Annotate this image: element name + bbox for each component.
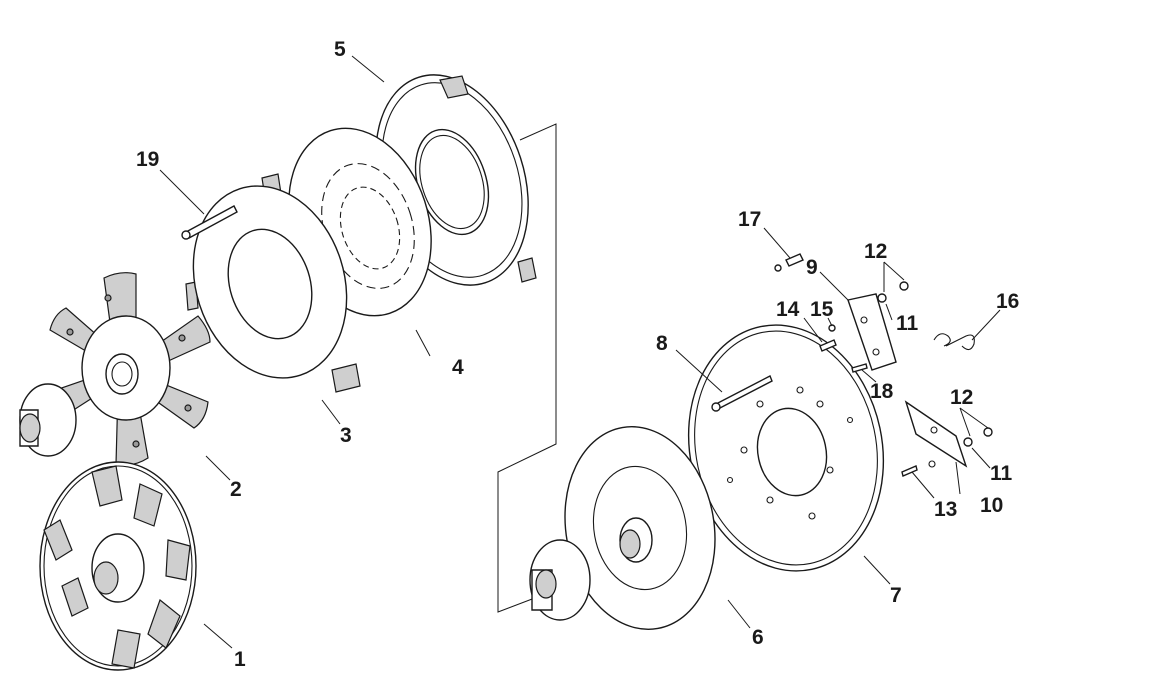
- leader-lines: [159, 55, 1001, 649]
- part-12-nut-a: [899, 281, 909, 291]
- callout-7: 7: [890, 584, 902, 607]
- part-3-pressure-plate: [185, 173, 361, 393]
- part-14-screw: [819, 339, 837, 352]
- callout-4: 4: [452, 356, 464, 379]
- callout-17: 17: [738, 208, 761, 231]
- part-11-nut-b: [963, 437, 973, 447]
- callout-2: 2: [230, 478, 242, 501]
- part-16-spring: [933, 333, 975, 351]
- part-6-hub-flange: [529, 539, 591, 621]
- part-2-hub-flange: [19, 383, 77, 457]
- callout-6: 6: [752, 626, 764, 649]
- callout-15: 15: [810, 298, 834, 321]
- part-10-bracket: [904, 400, 968, 468]
- callout-16: 16: [996, 290, 1019, 313]
- hardware-items: [774, 253, 993, 477]
- callout-3: 3: [340, 424, 352, 447]
- part-9-bracket: [847, 293, 897, 371]
- part-6-clutch-disc: [564, 426, 716, 630]
- part-17-washer: [774, 264, 782, 272]
- callout-11a: 11: [896, 312, 919, 335]
- part-12-nut-b: [983, 427, 993, 437]
- callout-19: 19: [136, 148, 159, 171]
- part-1-clutch-disc: [39, 461, 197, 671]
- callout-11b: 11: [990, 462, 1013, 485]
- callout-12a: 12: [864, 240, 887, 263]
- callout-18: 18: [870, 380, 894, 403]
- part-17-screw: [785, 253, 804, 267]
- part-13-pin: [901, 465, 918, 477]
- callout-1: 1: [234, 648, 246, 671]
- part-7-adapter-plate: [687, 324, 885, 572]
- part-19-bolt: [181, 205, 238, 240]
- callout-14: 14: [776, 298, 800, 321]
- callout-5: 5: [334, 38, 346, 61]
- part-11-nut-a: [877, 293, 887, 303]
- callout-13: 13: [934, 498, 957, 521]
- callout-10: 10: [980, 494, 1003, 517]
- part-18-pin: [851, 363, 868, 373]
- callout-labels: 5 19 4 3 2 1 6 7 8 17 9 12 11 14 15 16 1…: [136, 38, 1019, 671]
- part-8-stud: [711, 375, 773, 412]
- callout-8: 8: [656, 332, 668, 355]
- callout-12b: 12: [950, 386, 973, 409]
- callout-9: 9: [806, 256, 818, 279]
- group-bracket: [497, 123, 557, 613]
- part-2-paddle-clutch-disc: [43, 272, 211, 466]
